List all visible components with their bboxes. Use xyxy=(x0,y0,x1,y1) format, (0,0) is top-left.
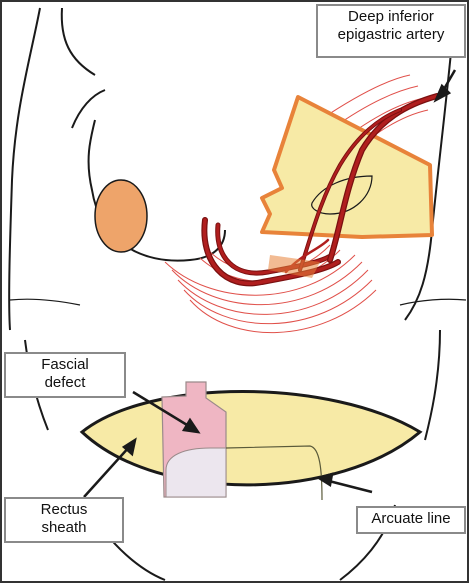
arrow-rectus-sheath xyxy=(84,446,130,497)
left-breast-upper-line xyxy=(72,90,105,128)
pedicle-highlight xyxy=(268,255,320,278)
mesh-region xyxy=(166,448,226,497)
left-torso-outline xyxy=(9,8,40,330)
label-fascial-defect: Fascial defect xyxy=(4,352,126,398)
label-rectus-sheath: Rectus sheath xyxy=(4,497,124,543)
arrow-arcuate-line xyxy=(325,480,372,492)
right-hip-outline xyxy=(425,330,440,440)
left-shoulder-line xyxy=(62,8,95,75)
left-waist-line xyxy=(10,299,80,305)
label-arcuate-line: Arcuate line xyxy=(356,506,466,534)
label-deep-inferior-epigastric-artery: Deep inferior epigastric artery xyxy=(316,4,466,58)
right-waist-line xyxy=(400,299,466,305)
areola-shape xyxy=(95,180,147,252)
abdominal-defect-ellipse xyxy=(82,392,420,485)
